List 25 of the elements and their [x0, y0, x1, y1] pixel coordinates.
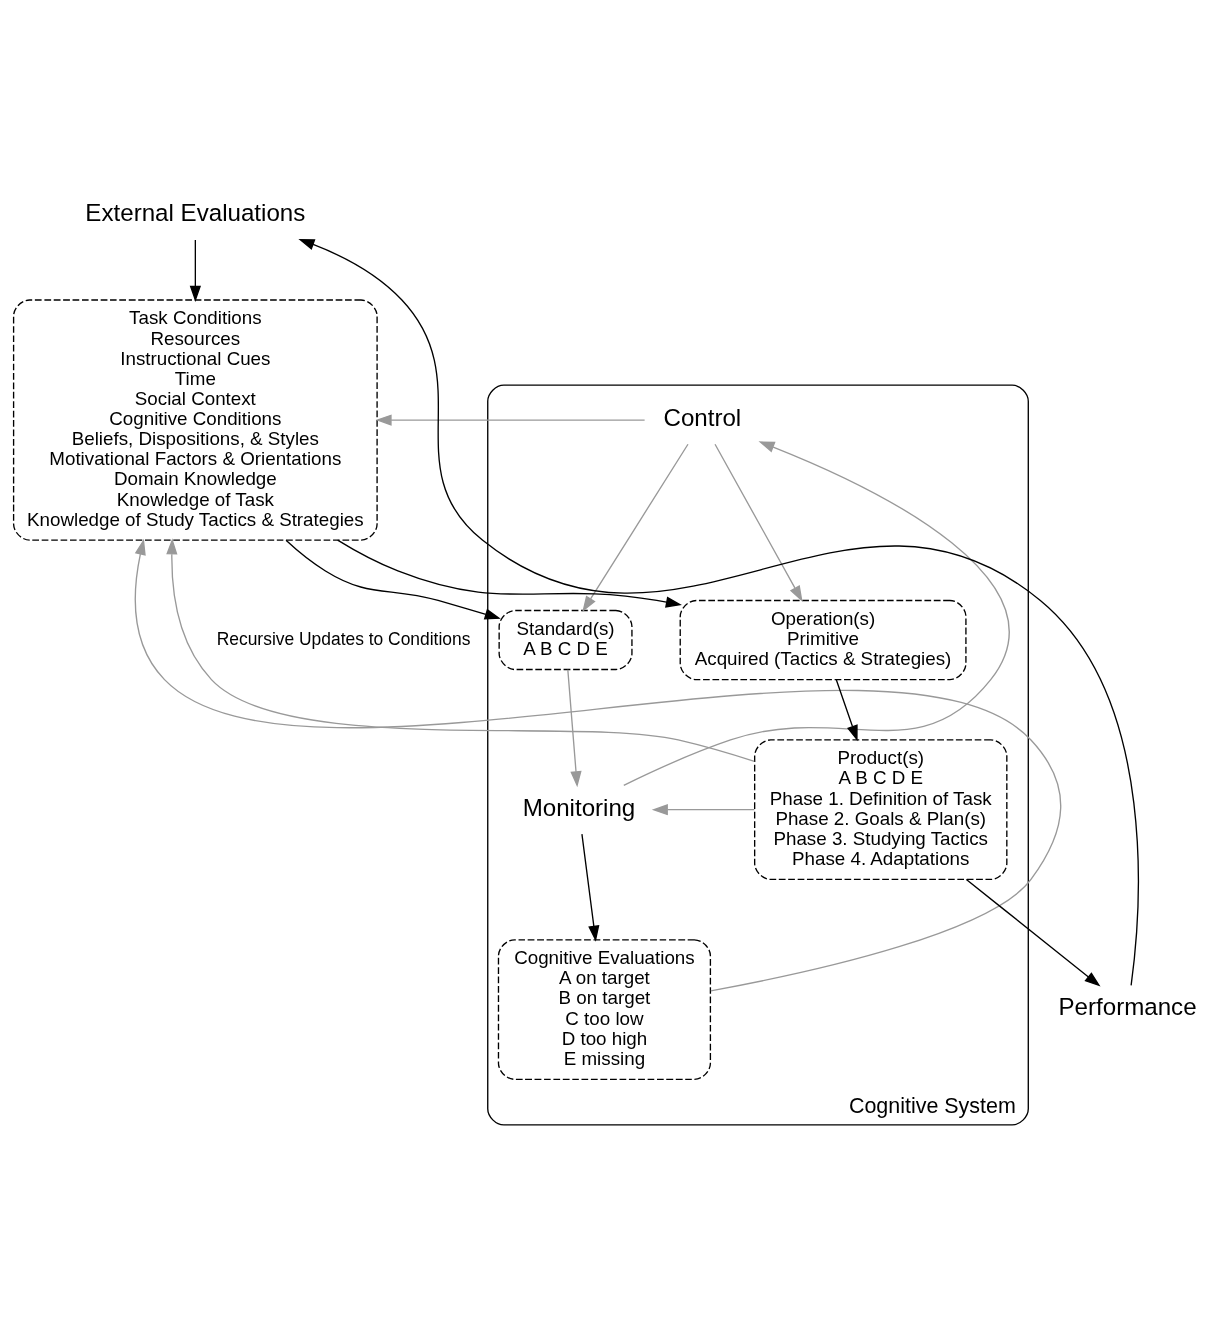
node-text: Performance	[1058, 992, 1197, 1020]
arrow	[714, 443, 803, 602]
arrow	[375, 413, 646, 426]
arrow	[835, 678, 858, 741]
arrow	[582, 443, 689, 612]
node-box: Standard(s) A B C D E	[498, 609, 633, 670]
arrow	[134, 538, 1062, 992]
node-text: Monitoring	[522, 793, 636, 821]
edge-label: Recursive Updates to Conditions	[216, 628, 471, 649]
node-text: Control	[663, 403, 742, 431]
arrow	[651, 803, 756, 815]
node-box: Task Conditions Resources Instructional Cues Time Social Context Cognitive Conditions Beliefs, Dispositions, & Styles Motivational Factors & Orientations Domain Knowledge Knowledge of Task Knowledge of Study Tactics & Strategies	[12, 298, 378, 541]
arrow	[166, 537, 756, 762]
node-box: Cognitive Evaluations A on target B on target C too low D too high E missing	[497, 938, 712, 1080]
node-box: Operation(s) Primitive Acquired (Tactics & Strategies)	[679, 599, 967, 680]
arrow	[623, 440, 1010, 786]
arrow	[567, 668, 582, 787]
arrow	[336, 539, 682, 608]
arrow	[285, 539, 501, 620]
arrow	[298, 238, 1139, 986]
arrow	[581, 832, 600, 942]
node-box: Product(s) A B C D E Phase 1. Definition of Task Phase 2. Goals & Plan(s) Phase 3. Studying Tactics Phase 4. Adaptations	[754, 738, 1008, 880]
arrow	[965, 878, 1101, 987]
node-text: External Evaluations	[85, 198, 306, 226]
arrow	[189, 238, 201, 302]
